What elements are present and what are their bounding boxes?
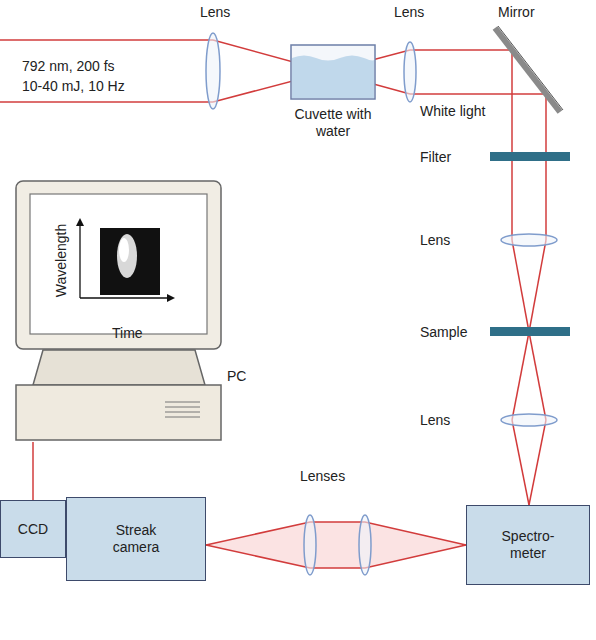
water [292,56,374,99]
node-text: Cuvette with water [280,106,386,140]
node-text: CCD [18,521,48,538]
cuvette: Cuvette with water [290,44,376,100]
part-label: White light [420,103,485,120]
beam-fill [206,522,466,568]
lenses [206,33,557,575]
cuvette-glass [291,45,375,99]
computer-base [16,385,221,440]
streak-core [119,238,129,262]
part-label: Filter [420,149,451,166]
streak-camera-box: Streak camera [66,497,206,581]
streak-blob [117,234,137,278]
axis-y [79,220,80,298]
vent-line [165,407,200,408]
filter-plate [490,152,570,161]
part-label: Sample [420,324,467,341]
spectrometer-box: Spectro- meter [466,505,590,585]
axis-x [80,297,173,298]
axis-x-head [167,294,175,302]
computer: PC [15,180,222,442]
cable [32,442,34,500]
part-label: 792 nm, 200 fs 10-40 mJ, 10 Hz [22,56,134,96]
mirror [495,28,560,112]
cuvette-outline [290,44,376,100]
part-label: Lens [394,4,424,21]
part-label: Lens [420,232,450,249]
part-label: Mirror [498,4,535,21]
part-label: Lenses [300,468,345,485]
computer-outline [15,180,222,442]
vent-line [165,402,200,403]
monitor [16,181,221,349]
axis-label: Wavelength [53,223,70,296]
axis-label: Time [112,325,143,342]
mirror-edge [498,26,563,110]
laser-beam [0,40,546,505]
detection-beam [206,522,466,568]
ccd-box: CCD [0,500,66,558]
node-text: PC [227,368,246,385]
streak-image [100,228,160,295]
node-text: Spectro- meter [492,528,564,562]
monitor-stand [33,350,205,385]
sample-plate [490,327,570,336]
screen [30,194,207,334]
vent-line [165,417,200,418]
node-text: Streak camera [105,522,167,556]
axis-y-head [76,218,84,226]
part-label: Lens [200,4,230,21]
part-label: Lens [420,412,450,429]
vent-line [165,412,200,413]
